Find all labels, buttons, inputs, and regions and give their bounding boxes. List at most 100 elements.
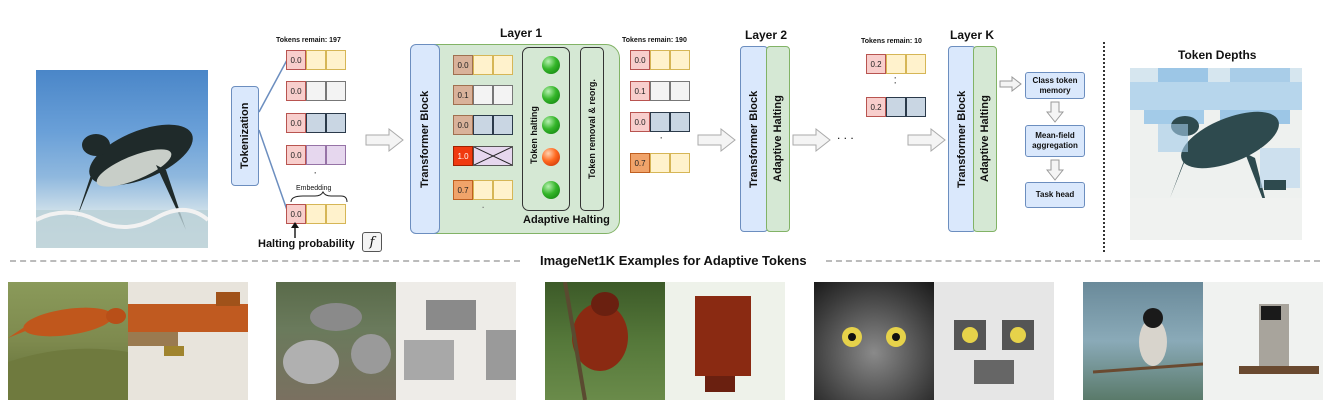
token-embedding-cell [326, 145, 346, 165]
example-owl-original [814, 282, 934, 400]
layers-ellipsis: . . . [837, 128, 854, 142]
layer1-token-5: 0.7 [453, 180, 513, 200]
transformer-block-label: Transformer Block [956, 90, 968, 188]
example-chickadee-depth [1203, 282, 1323, 400]
token-embedding-cell [306, 204, 326, 224]
example-owl-depth [934, 282, 1054, 400]
examples-divider-right [826, 260, 1320, 262]
input-token-4: 0.0 [286, 145, 346, 165]
token-embedding-cell [306, 145, 326, 165]
flow-arrow-1 [365, 128, 404, 152]
owl-illustration [842, 327, 906, 347]
token-embedding-cell [493, 180, 513, 200]
token-embedding-cell [306, 81, 326, 101]
input-token-1: 0.0 [286, 50, 346, 70]
layer1-title: Layer 1 [500, 26, 543, 40]
cross-out-icon [474, 147, 512, 165]
token-halting-value: 0.1 [453, 85, 473, 105]
halting-status-green-icon [542, 116, 560, 134]
token-embedding-cell [670, 153, 690, 173]
example-triceratops-original [276, 282, 396, 400]
token-halting-value: 0.0 [453, 115, 473, 135]
token-embedding-cell [326, 113, 346, 133]
tokens-remain-190: Tokens remain: 190 [622, 37, 687, 44]
example-fox-depth [128, 282, 248, 400]
tokenization-fan-lines [259, 59, 288, 211]
flow-arrow-3 [792, 128, 831, 152]
token-depth-map [1130, 68, 1302, 240]
chickadee-illustration [1092, 308, 1203, 374]
token-halting-value: 0.0 [286, 113, 306, 133]
example-fox-original [8, 282, 128, 400]
tokenization-label: Tokenization [239, 102, 251, 170]
token-embedding-cell [326, 204, 346, 224]
examples-title: ImageNet1K Examples for Adaptive Tokens [540, 253, 807, 268]
halting-probability-arrow [291, 222, 299, 238]
layer1-token-1: 0.0 [453, 55, 513, 75]
halting-function-icon: f [362, 232, 382, 252]
token-embedding-cell [886, 54, 906, 74]
token-halting-value: 0.0 [630, 50, 650, 70]
vertical-divider [1103, 42, 1105, 252]
examples-divider-left [10, 260, 520, 262]
orangutan-depth-map [695, 296, 751, 392]
embedding-brace [290, 190, 348, 203]
token-embedding-cell [670, 81, 690, 101]
token-depths-image [1130, 68, 1302, 240]
token-depths-title: Token Depths [1178, 48, 1257, 62]
token-embedding-cell [650, 81, 670, 101]
example-orangutan-depth [665, 282, 785, 400]
triceratops-illustration [283, 303, 391, 384]
flow-arrow-5 [999, 76, 1022, 92]
task-head-box: Task head [1025, 182, 1085, 208]
token-embedding-cell [306, 113, 326, 133]
token-embedding-cell [306, 50, 326, 70]
token-embedding-cell [493, 115, 513, 135]
example-triceratops-depth [396, 282, 516, 400]
token-removal-label: Token removal & reorg. [587, 79, 597, 179]
penguin-illustration [36, 124, 208, 248]
layer1-out-token-1: 0.0 [630, 50, 690, 70]
halting-status-green-icon [542, 86, 560, 104]
adaptive-halting-label: Adaptive Halting [979, 95, 991, 183]
token-halting-value: 0.1 [630, 81, 650, 101]
flow-arrow-4 [907, 128, 946, 152]
token-embedding-cell [473, 85, 493, 105]
layerk-transformer-block: Transformer Block [948, 46, 976, 232]
halting-status-red-icon [542, 148, 560, 166]
triceratops-depth-map [404, 300, 516, 380]
token-halting-value: 0.7 [453, 180, 473, 200]
layer1-out-token-2: 0.1 [630, 81, 690, 101]
layer1-out-token-4: 0.7 [630, 153, 690, 173]
class-token-memory-box: Class token memory [1025, 72, 1085, 99]
token-embedding-cell [650, 112, 670, 132]
input-tokens-ellipsis: · [314, 168, 317, 178]
halting-status-green-icon [542, 181, 560, 199]
input-penguin-image [36, 70, 208, 248]
token-halting-value: 0.0 [286, 81, 306, 101]
layerk-token-1: 0.2 [866, 54, 926, 74]
layer2-adaptive-halting-block: Adaptive Halting [766, 46, 790, 232]
chickadee-depth-map [1239, 304, 1319, 374]
token-embedding-cell [670, 50, 690, 70]
input-token-2: 0.0 [286, 81, 346, 101]
token-embedding-cell [886, 97, 906, 117]
class-token-memory-label: Class token memory [1032, 75, 1078, 95]
layerk-ellipsis: ·· [894, 73, 897, 88]
token-halting-value: 0.2 [866, 54, 886, 74]
halting-status-green-icon [542, 56, 560, 74]
layer1-out-token-3: 0.0 [630, 112, 690, 132]
fox-illustration [8, 307, 128, 400]
token-embedding-cell [906, 97, 926, 117]
token-embedding-cell [326, 50, 346, 70]
orangutan-illustration [563, 282, 628, 400]
token-removal-box: Token removal & reorg. [580, 47, 604, 211]
owl-depth-map [954, 320, 1034, 384]
mean-field-aggregation-label: Mean-field aggregation [1032, 131, 1078, 150]
input-token-5: 0.0 [286, 204, 346, 224]
token-halting-value: 0.0 [453, 55, 473, 75]
layer1-transformer-block: Transformer Block [410, 44, 440, 234]
embedding-label: Embedding [296, 185, 332, 192]
token-embedding-cell [326, 81, 346, 101]
layer1-out-ellipsis: · [660, 133, 663, 143]
